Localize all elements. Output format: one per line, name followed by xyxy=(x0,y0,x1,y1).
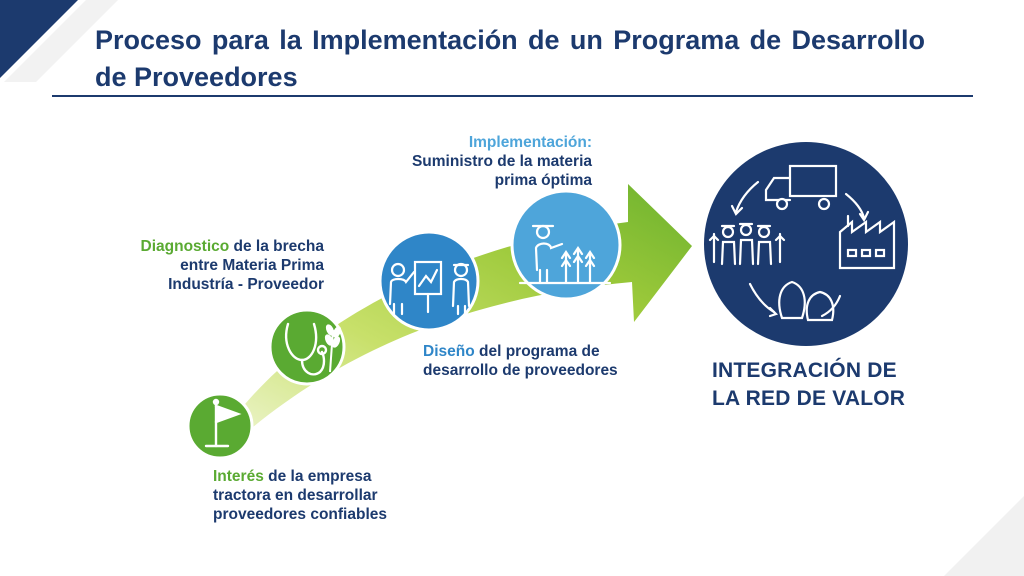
step-2-line-3: Industría - Proveedor xyxy=(168,276,324,293)
value-chain-circle xyxy=(704,142,908,346)
step-3-line-1: del programa de xyxy=(474,343,600,360)
step-3-highlight: Diseño xyxy=(423,343,475,360)
step-2-diagnostico-circle xyxy=(268,308,346,386)
planning-meeting-icon xyxy=(388,260,471,316)
step-4-line-1: Suministro de la materia xyxy=(411,153,592,170)
step-3-diseno-circle xyxy=(378,230,480,332)
step-2-line-1: de la brecha xyxy=(229,238,324,255)
step-1-line-3: proveedores confiables xyxy=(213,506,388,523)
step-1-interes-circle xyxy=(186,392,254,460)
step-4-line-2: prima óptima xyxy=(494,172,592,189)
step-1-highlight: Interés xyxy=(213,468,264,485)
result-label: INTEGRACIÓN DE LA RED DE VALOR xyxy=(712,357,905,413)
flag-icon xyxy=(204,398,242,448)
step-2-label: Diagnostico de la brecha entre Materia P… xyxy=(141,237,324,294)
value-chain-cycle-icon xyxy=(708,164,896,322)
stethoscope-icon xyxy=(285,322,328,376)
page-title: Proceso para la Implementación de un Pro… xyxy=(95,25,925,92)
step-1-label: Interés de la empresa tractora en desarr… xyxy=(213,467,387,524)
step-2-highlight: Diagnostico xyxy=(140,238,230,255)
step-3-label: Diseño del programa de desarrollo de pro… xyxy=(423,342,618,380)
title-divider xyxy=(52,95,973,97)
step-1-line-1: de la empresa xyxy=(263,468,372,485)
wheat-icon xyxy=(324,324,342,373)
step-3-line-2: desarrollo de proveedores xyxy=(423,362,618,379)
step-2-line-2: entre Materia Prima xyxy=(180,257,324,274)
step-4-highlight: Implementación: xyxy=(468,134,592,151)
corner-decoration xyxy=(0,0,118,82)
corner-decoration xyxy=(944,496,1024,576)
step-1-line-2: tractora en desarrollar xyxy=(213,487,378,504)
step-4-implementacion-circle xyxy=(510,189,622,301)
farmer-field-icon xyxy=(518,224,612,285)
result-line-1: INTEGRACIÓN DE xyxy=(712,359,897,382)
step-4-label: Implementación: Suministro de la materia… xyxy=(412,133,592,190)
result-line-2: LA RED DE VALOR xyxy=(712,387,906,410)
